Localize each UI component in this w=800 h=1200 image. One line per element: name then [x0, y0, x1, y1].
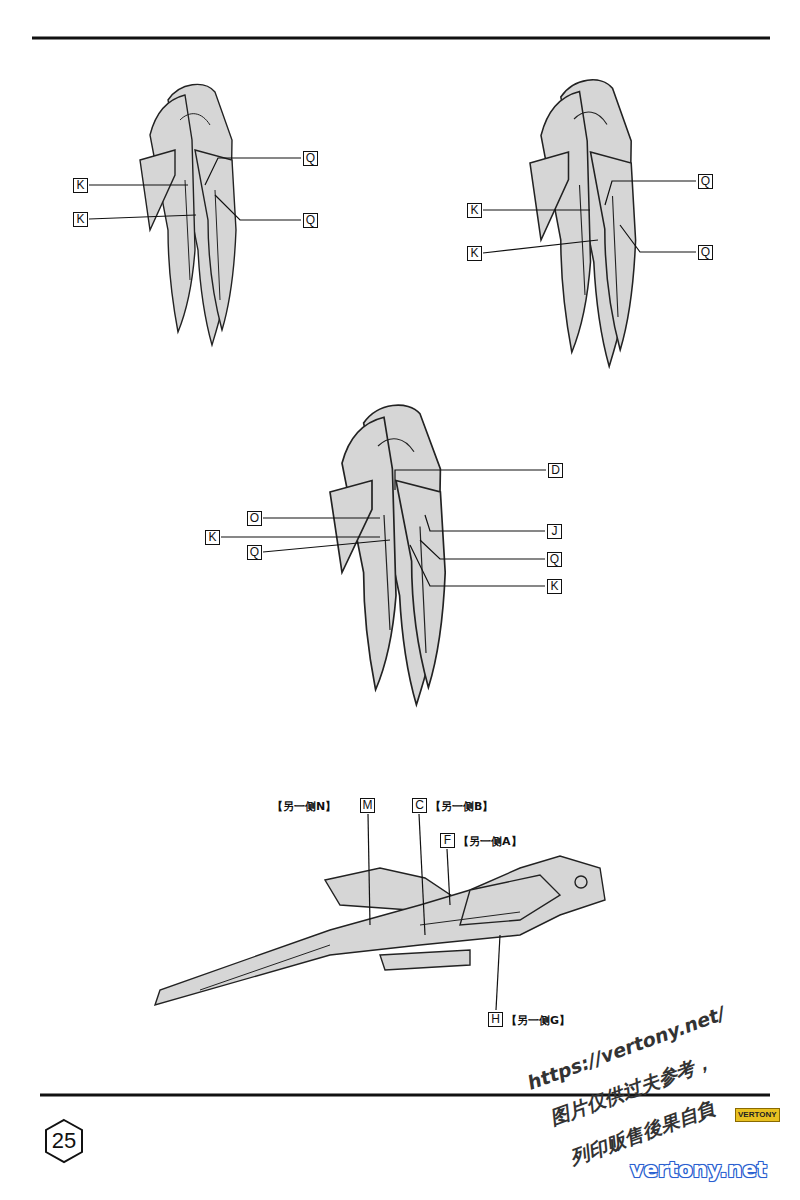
callout-letter: J: [547, 524, 562, 539]
watermark: vertony.net: [630, 1160, 767, 1181]
side-note: 【另一侧N】: [272, 801, 336, 812]
callout-letter: Q: [547, 552, 562, 567]
callout-letter: C: [412, 798, 427, 813]
callout-letter: Q: [247, 545, 262, 560]
callout-letter: O: [247, 511, 262, 526]
callout-letter: M: [360, 798, 375, 813]
side-note: 【另一侧A】: [458, 836, 522, 847]
callout-letter: K: [547, 579, 562, 594]
callout-letter: K: [73, 178, 88, 193]
callout-letter: K: [205, 530, 220, 545]
side-note: 【另一侧G】: [506, 1015, 570, 1026]
callout-letter: K: [467, 246, 482, 261]
callout-letter: Q: [698, 174, 713, 189]
callout-letter: K: [467, 203, 482, 218]
callout-letter: Q: [303, 151, 318, 166]
callout-letter: K: [73, 212, 88, 227]
watermark-logo: VERTONY: [735, 1108, 780, 1122]
callout-letter: F: [440, 833, 455, 848]
callout-letter: Q: [698, 245, 713, 260]
callout-letter: D: [548, 463, 563, 478]
callout-letter: Q: [303, 213, 318, 228]
page-number: 25: [44, 1130, 84, 1152]
callout-letter: H: [488, 1012, 503, 1027]
side-note: 【另一侧B】: [430, 801, 493, 812]
